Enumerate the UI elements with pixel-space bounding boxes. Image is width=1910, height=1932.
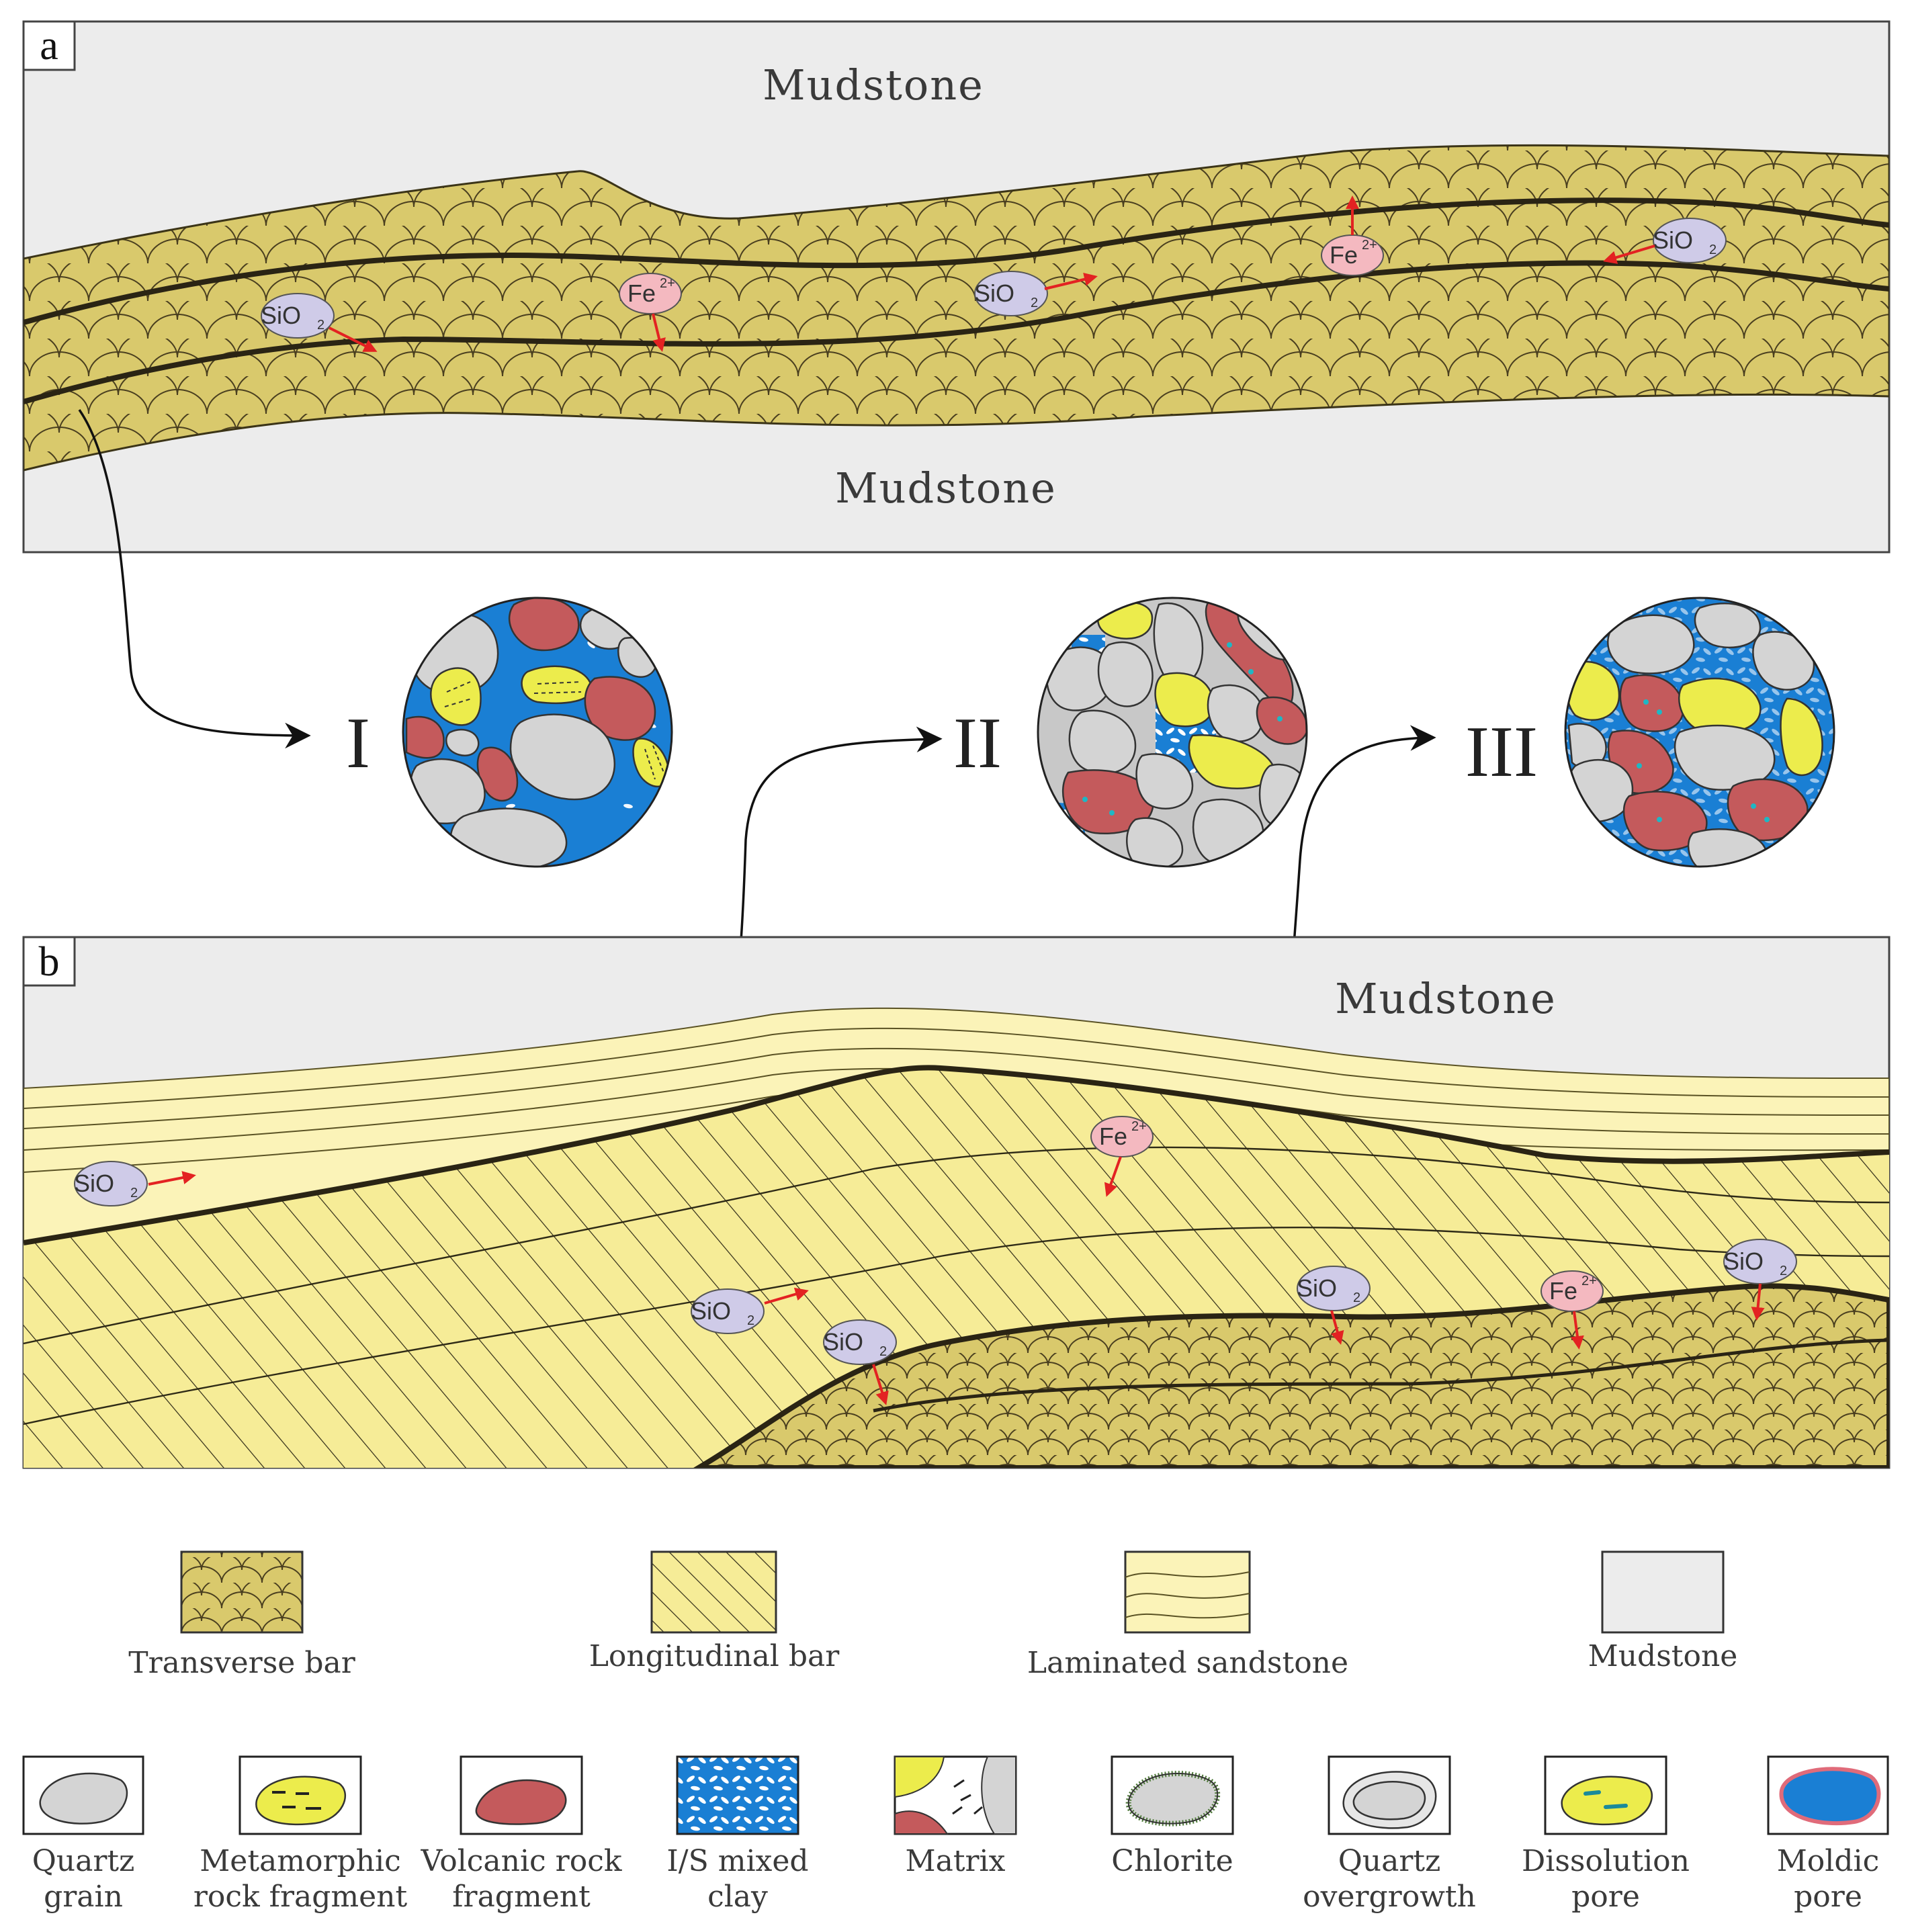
ion-chip-sio2: SiO 2	[974, 271, 1098, 316]
mudstone-label-a-bottom: Mudstone	[835, 464, 1057, 513]
mudstone-label-b-top: Mudstone	[1335, 974, 1557, 1023]
legend-quartz-overgrowth: Quartz overgrowth	[1303, 1755, 1476, 1914]
svg-text:2+: 2+	[1581, 1274, 1597, 1288]
svg-text:SiO: SiO	[691, 1297, 731, 1325]
transverse-bar-body-a	[24, 144, 1889, 472]
svg-text:grain: grain	[44, 1880, 123, 1914]
svg-text:clay: clay	[707, 1880, 768, 1914]
svg-text:2: 2	[1780, 1264, 1787, 1278]
svg-text:Chlorite: Chlorite	[1111, 1844, 1233, 1878]
svg-text:SiO: SiO	[974, 279, 1014, 307]
svg-text:Volcanic rock: Volcanic rock	[420, 1844, 621, 1878]
svg-text:Matrix: Matrix	[906, 1844, 1006, 1878]
ion-chip-sio2: SiO 2	[691, 1287, 809, 1334]
panel-b-letter-box	[22, 936, 76, 987]
svg-text:Moldic: Moldic	[1777, 1844, 1880, 1878]
svg-text:2+: 2+	[660, 276, 675, 291]
svg-text:Fe: Fe	[1330, 241, 1358, 269]
panel-a: a Mudstone Mudstone SiO 2 Fe 2+ SiO 2 Fe…	[22, 20, 1891, 554]
thin-section-III	[1564, 597, 1835, 868]
legend-mudstone: Mudstone	[1588, 1550, 1738, 1673]
legend-transverse-bar: Transverse bar	[128, 1550, 356, 1680]
legend-metamorphic-rock-fragment: Metamorphic rock fragment	[193, 1755, 408, 1914]
bar-boundary-lower-a	[24, 260, 1889, 404]
type-III-label: III	[1465, 712, 1538, 792]
legend-laminated-sandstone: Laminated sandstone	[1027, 1550, 1348, 1680]
svg-text:2: 2	[879, 1344, 887, 1359]
svg-text:2+: 2+	[1362, 238, 1377, 253]
ion-chip-fe: Fe 2+	[1321, 195, 1384, 276]
legend-matrix: Matrix	[894, 1755, 1017, 1878]
legend-is-mixed-clay: I/S mixed clay	[666, 1755, 809, 1914]
svg-text:2: 2	[130, 1186, 138, 1200]
svg-text:Dissolution: Dissolution	[1522, 1844, 1690, 1878]
panel-a-letter-box	[22, 20, 76, 71]
legend-dissolution-pore: Dissolution pore	[1522, 1755, 1690, 1914]
legend-chlorite: Chlorite	[1111, 1755, 1234, 1878]
svg-text:I/S mixed: I/S mixed	[666, 1844, 808, 1878]
svg-text:overgrowth: overgrowth	[1303, 1880, 1476, 1914]
svg-text:Quartz: Quartz	[32, 1844, 135, 1878]
legend-laminated-sandstone-label: Laminated sandstone	[1027, 1646, 1348, 1680]
ion-chip-sio2: SiO 2	[1603, 218, 1727, 264]
legend-components: Quartz grain Metamorphic rock fragment V…	[22, 1755, 1889, 1914]
svg-text:2: 2	[747, 1313, 754, 1328]
svg-text:pore: pore	[1794, 1880, 1862, 1914]
type-II-label: II	[953, 703, 1002, 783]
svg-text:Quartz: Quartz	[1338, 1844, 1441, 1878]
svg-text:SiO: SiO	[1653, 226, 1693, 254]
legend-longitudinal-bar-label: Longitudinal bar	[589, 1639, 840, 1673]
ion-chip-sio2: SiO 2	[261, 293, 378, 352]
legend-transverse-bar-label: Transverse bar	[128, 1646, 355, 1680]
legend-longitudinal-bar: Longitudinal bar	[589, 1550, 840, 1673]
thin-section-II	[1037, 597, 1308, 868]
legend-volcanic-rock-fragment: Volcanic rock fragment	[420, 1755, 622, 1914]
svg-text:2+: 2+	[1131, 1119, 1147, 1134]
svg-text:Fe: Fe	[1549, 1277, 1577, 1305]
panel-a-letter: a	[40, 23, 58, 69]
svg-text:2: 2	[1353, 1290, 1360, 1305]
legend-moldic-pore: Moldic pore	[1767, 1755, 1889, 1914]
panel-b: b Mudstone SiO 2 Fe 2+ SiO 2 SiO 2	[22, 936, 1891, 1469]
legend-quartz-grain: Quartz grain	[22, 1755, 144, 1914]
ion-chip-sio2: SiO 2	[74, 1161, 196, 1206]
transverse-bar-b	[693, 1283, 1889, 1468]
legend-facies: Transverse bar Longitudinal bar Laminate…	[128, 1550, 1738, 1680]
svg-text:Fe: Fe	[1099, 1123, 1127, 1150]
svg-text:Metamorphic: Metamorphic	[200, 1844, 400, 1878]
mudstone-label-a-top: Mudstone	[763, 60, 984, 109]
ion-chip-fe: Fe 2+	[1540, 1270, 1604, 1350]
svg-text:pore: pore	[1571, 1880, 1640, 1914]
arrow-to-type-I	[78, 409, 311, 749]
ion-chip-fe: Fe 2+	[619, 273, 682, 352]
panel-b-letter: b	[39, 939, 60, 985]
svg-text:SiO: SiO	[261, 302, 301, 329]
svg-text:Fe: Fe	[627, 279, 656, 307]
bar-boundary-upper-a	[24, 197, 1889, 325]
ion-chip-sio2: SiO 2	[1297, 1266, 1371, 1345]
svg-text:2: 2	[1709, 243, 1717, 257]
svg-text:SiO: SiO	[74, 1170, 114, 1197]
legend-mudstone-label: Mudstone	[1588, 1639, 1738, 1673]
thin-section-I	[402, 597, 673, 868]
ion-chip-fe: Fe 2+	[1090, 1116, 1154, 1197]
svg-text:SiO: SiO	[823, 1328, 863, 1356]
ion-chip-sio2: SiO 2	[823, 1319, 897, 1405]
svg-text:SiO: SiO	[1297, 1274, 1337, 1302]
ion-chip-sio2: SiO 2	[1723, 1239, 1797, 1321]
svg-text:SiO: SiO	[1723, 1247, 1764, 1275]
svg-text:fragment: fragment	[452, 1880, 591, 1914]
svg-text:rock fragment: rock fragment	[193, 1880, 408, 1914]
svg-text:2: 2	[1031, 296, 1038, 310]
type-I-label: I	[346, 703, 370, 783]
svg-text:2: 2	[317, 318, 324, 333]
